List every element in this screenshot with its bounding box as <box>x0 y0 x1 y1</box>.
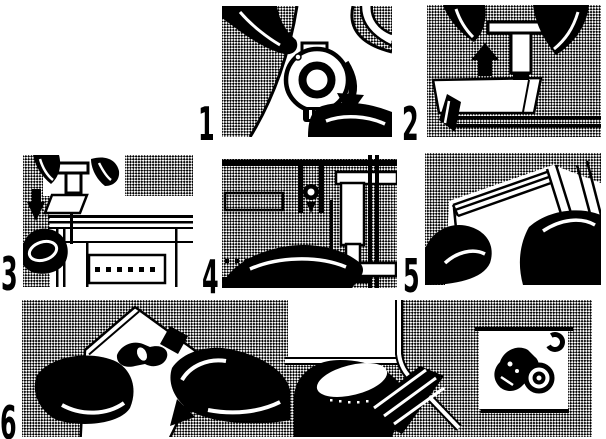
finger-icon <box>533 5 589 55</box>
step-5-illustration <box>425 153 601 285</box>
hand-under-bed-icon <box>294 360 445 437</box>
plate-latch <box>116 342 168 367</box>
needle <box>330 200 333 273</box>
hand-icon <box>170 347 290 424</box>
step-5-panel <box>425 153 601 285</box>
finger-icon <box>519 210 601 285</box>
step-3-illustration <box>23 155 193 287</box>
needle-tip <box>573 264 589 285</box>
thumb-icon <box>308 102 392 137</box>
step-4-panel <box>222 155 397 288</box>
step-1-number: 1 <box>198 97 215 151</box>
needle <box>70 213 73 244</box>
step-2-number: 2 <box>402 97 419 151</box>
finger-icon <box>33 155 61 184</box>
step-1-panel <box>222 6 392 137</box>
step-2-panel <box>427 5 601 137</box>
step-3-number: 3 <box>1 247 18 301</box>
finger-icon <box>160 326 188 354</box>
parts-inset <box>475 327 573 413</box>
step-2-illustration <box>427 5 601 137</box>
down-arrow-icon <box>27 189 45 221</box>
step-5-number: 5 <box>403 249 420 303</box>
finger-icon <box>443 5 486 42</box>
hand-icon <box>222 6 302 61</box>
bobbin-icon <box>523 362 555 394</box>
hand-icon <box>34 355 134 424</box>
bed-corner <box>439 94 461 132</box>
thumb-icon <box>222 244 363 288</box>
step-6-illustration <box>22 300 592 437</box>
step-3-panel <box>23 155 193 287</box>
finger-icon <box>425 225 492 285</box>
step-1-illustration <box>222 6 392 137</box>
step-6-panel <box>22 300 592 437</box>
up-arrow-icon <box>471 43 499 76</box>
step-4-number: 4 <box>202 250 219 304</box>
clamp-screw <box>303 184 319 213</box>
thumb-icon <box>23 228 68 274</box>
step-4-illustration <box>222 155 397 288</box>
finger-icon <box>91 157 120 186</box>
feed-dog-plate <box>87 253 167 285</box>
step-6-number: 6 <box>0 396 17 439</box>
